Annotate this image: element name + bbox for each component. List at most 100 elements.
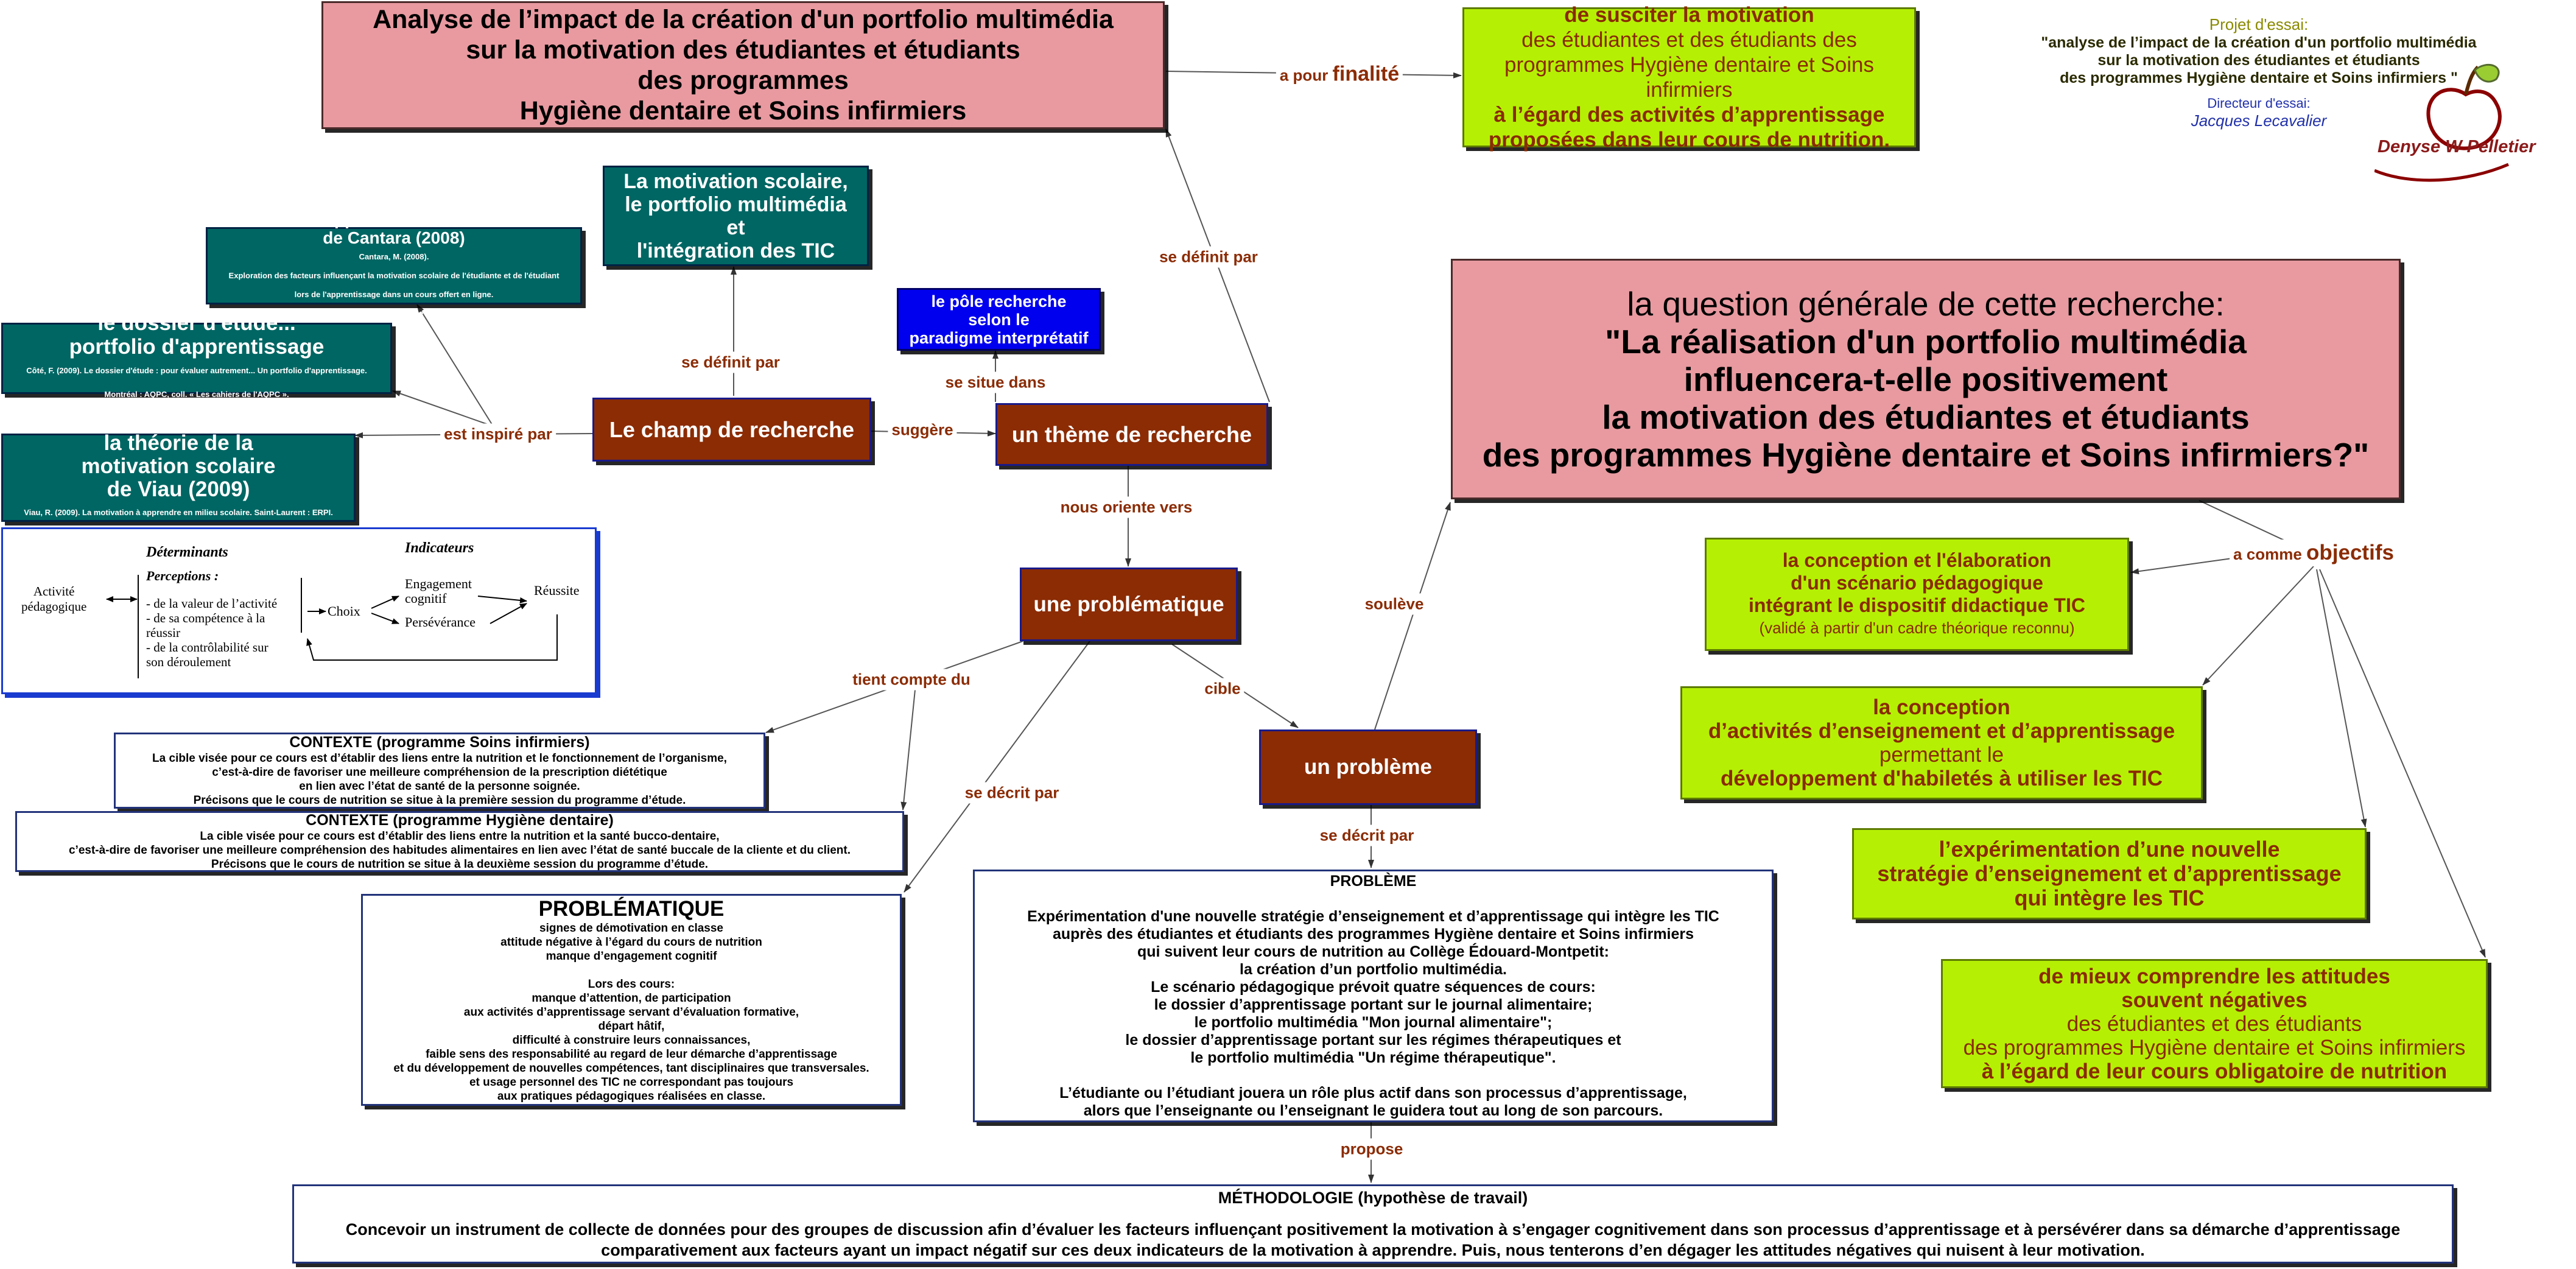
author-signature: Denyse W Pelletier (2378, 137, 2536, 156)
link-se-definit-par-2: se définit par (678, 351, 784, 373)
methodologie-title: MÉTHODOLOGIE (hypothèse de travail) (1218, 1189, 1528, 1207)
objectif-box: la conception et l'élaboration d'un scén… (1705, 538, 2129, 651)
finalite-box: de susciter la motivation des étudiantes… (1462, 3, 1916, 152)
link-se-situe-dans: se situe dans (941, 371, 1050, 393)
directeur-label: Directeur d'essai: (2207, 96, 2311, 111)
theme-label: un thème de recherche (1011, 421, 1252, 447)
engagement-line: Engagement (405, 576, 472, 591)
perception-item: son déroulement (146, 655, 231, 669)
problematique-line: et usage personnel des TIC ne correspond… (469, 1075, 794, 1089)
theme-recherche-node: un thème de recherche (995, 403, 1268, 466)
contexte-line: La cible visée pour ce cours est d’établ… (200, 830, 720, 843)
contexte-line: c’est-à-dire de favoriser une meilleure … (212, 766, 667, 779)
perceptions-list: - de la valeur de l’activité - de sa com… (146, 596, 277, 669)
contexte-line: La cible visée pour ce cours est d’établ… (152, 752, 727, 765)
objectif-line: des étudiantes et des étudiants (2066, 1011, 2362, 1036)
problematique-line: et du développement de nouvelles compéte… (393, 1061, 869, 1075)
link-a-comme: a comme (2233, 545, 2302, 563)
link-finalite: finalité (1332, 62, 1400, 86)
motivation-line: l'intégration des TIC (636, 239, 835, 262)
objectif-line: souvent négatives (2121, 988, 2308, 1012)
objectif-box: l’expérimentation d’une nouvelle stratég… (1852, 828, 2367, 919)
problematique-line: départ hâtif, (598, 1019, 665, 1033)
link-propose: propose (1336, 1138, 1407, 1160)
directeur-name: Jacques Lecavalier (2191, 111, 2327, 130)
engagement-line: cognitif (405, 591, 447, 606)
contexte-line: Précisons que le cours de nutrition se s… (193, 794, 686, 807)
objectif-line: l’expérimentation d’une nouvelle (1939, 837, 2280, 862)
title-line: Analyse de l’impact de la création d'un … (373, 5, 1114, 34)
project-header: Projet d'essai: "analyse de l’impact de … (2009, 15, 2508, 130)
finalite-line: programmes Hygiène dentaire et Soins inf… (1504, 53, 1874, 102)
pole-line: selon le (968, 310, 1030, 329)
question-line: des programmes Hygiène dentaire et Soins… (1482, 435, 2370, 474)
methodologie-line: comparativement aux facteurs ayant un im… (601, 1241, 2145, 1259)
cantara-ref: lors de l'apprentissage dans un cours of… (294, 289, 494, 299)
link-objectifs: objectifs (2306, 541, 2394, 564)
problematique-line: difficulté à construire leurs connaissan… (512, 1033, 751, 1047)
pole-line: paradigme interprétatif (909, 328, 1089, 347)
finalite-line: à l’égard des activités d’apprentissage (1493, 103, 1885, 127)
finalite-line: proposées dans leur cours de nutrition. (1488, 128, 1890, 152)
title-line: des programmes (637, 66, 849, 95)
contexte-line: en lien avec l’état de santé de la perso… (299, 780, 580, 793)
dossier-ref: Montréal : AQPC, coll. « Les cahiers de … (104, 389, 289, 399)
question-intro: la question générale de cette recherche: (1627, 284, 2225, 323)
objectif-line: d'un scénario pédagogique (1791, 572, 2043, 594)
objectif-line: des programmes Hygiène dentaire et Soins… (1963, 1035, 2466, 1060)
objectif-line: qui intègre les TIC (2014, 885, 2205, 910)
perception-item: - de la valeur de l’activité (146, 596, 278, 611)
dossier-line: portfolio d'apprentissage (69, 334, 325, 359)
activite-label: Activité pédagogique (21, 584, 86, 614)
methodologie-box: MÉTHODOLOGIE (hypothèse de travail) Conc… (292, 1184, 2454, 1264)
probleme-line: auprès des étudiantes et étudiants des p… (1052, 925, 1694, 943)
finalite-line: de susciter la motivation (1564, 3, 1814, 27)
probleme-line: alors que l’enseignante ou l’enseignant … (1083, 1102, 1663, 1119)
problematique-line: manque d’attention, de participation (532, 991, 731, 1005)
viau-line: de Viau (2009) (107, 477, 250, 501)
problematique-line: aux pratiques pédagogiques réalisées en … (497, 1089, 766, 1103)
objectif-line: de mieux comprendre les attitudes (2038, 964, 2390, 988)
question-box: la question générale de cette recherche:… (1451, 259, 2401, 499)
viau-arrows (106, 575, 558, 678)
link-a-pour: a pour (1279, 66, 1328, 85)
champ-recherche-node: Le champ de recherche (592, 398, 871, 462)
perception-item: - de la contrôlabilité sur (146, 640, 268, 655)
cantara-ref: Exploration des facteurs influençant la … (228, 270, 560, 280)
problematique-line: Lors des cours: (588, 977, 675, 991)
objectif-line: la conception et l'élaboration (1782, 549, 2052, 571)
probleme-line: le dossier d’apprentissage portant sur l… (1154, 996, 1593, 1013)
problematique-title: PROBLÉMATIQUE (538, 896, 725, 921)
probleme-line: le portfolio multimédia "Mon journal ali… (1194, 1013, 1553, 1031)
problematique-line: attitude négative à l’égard du cours de … (500, 935, 762, 949)
apple-logo (2374, 64, 2509, 182)
cantara-line: le rapport de recherche (299, 209, 489, 228)
motivation-line: et (726, 216, 745, 239)
contexte-line: c’est-à-dire de favoriser une meilleure … (68, 844, 851, 857)
link-suggere: suggère (888, 419, 957, 441)
cantara-line: de Cantara (2008) (323, 228, 465, 247)
title-box: Analyse de l’impact de la création d'un … (321, 1, 1165, 129)
link-est-inspire-par: est inspiré par (440, 423, 556, 445)
objectif-box: de mieux comprendre les attitudes souven… (1941, 959, 2488, 1088)
viau-model-diagram: Déterminants Indicateurs Perceptions : A… (1, 527, 597, 694)
problematique-box: PROBLÉMATIQUE signes de démotivation en … (361, 894, 902, 1106)
projet-label: Projet d'essai: (2209, 15, 2309, 33)
problematique-label: une problématique (1033, 592, 1224, 616)
dossier-box: le dossier d'étude... portfolio d'appren… (1, 311, 392, 399)
choix-label: Choix (328, 603, 360, 619)
contexte-title: CONTEXTE (programme Soins infirmiers) (289, 734, 590, 751)
problematique-line: aux activités d’apprentissage servant d’… (463, 1005, 799, 1019)
problematique-line: manque d’engagement cognitif (546, 949, 717, 963)
probleme-line: qui suivent leur cours de nutrition au C… (1137, 943, 1609, 960)
objectif-line: d’activités d’enseignement et d’apprenti… (1708, 719, 2175, 743)
perceptions-label: Perceptions : (146, 568, 219, 583)
link-se-definit-par: se définit par (1156, 246, 1262, 268)
pole-recherche-box: le pôle recherche selon le paradigme int… (897, 288, 1101, 351)
finalite-line: des étudiantes et des étudiants des (1521, 28, 1857, 52)
perception-item: - de sa compétence à la (146, 611, 265, 625)
question-line: la motivation des étudiantes et étudiant… (1602, 398, 2250, 436)
probleme-title: PROBLÈME (1330, 872, 1417, 890)
cantara-ref: Cantara, M. (2008). (359, 251, 429, 261)
motivation-tic-box: La motivation scolaire, le portfolio mul… (603, 166, 869, 266)
